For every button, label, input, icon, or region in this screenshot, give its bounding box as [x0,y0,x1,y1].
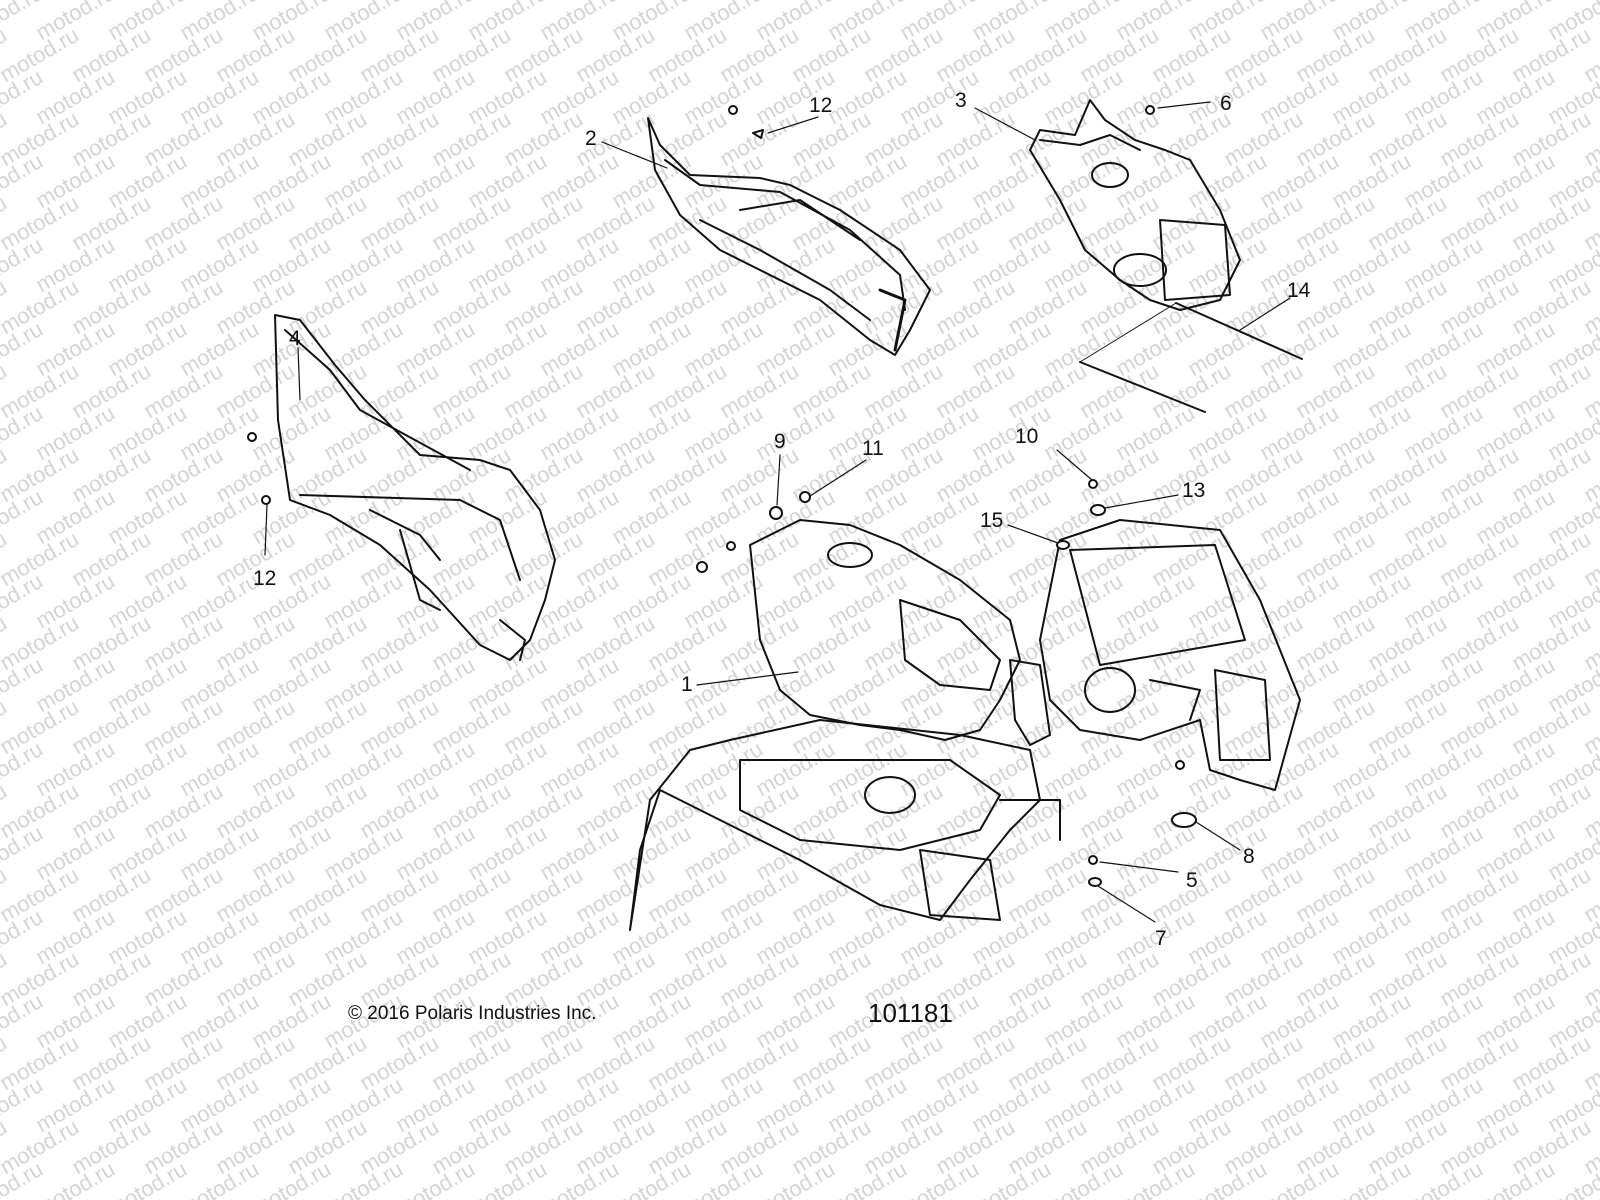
callout-11: 11 [862,437,884,460]
leader-lines [264,101,1291,923]
callout-14: 14 [1287,279,1311,302]
figure-number: 101181 [868,998,953,1028]
callout-3: 3 [955,89,967,112]
callout-6: 6 [1220,92,1232,115]
callout-12-top: 12 [809,94,833,117]
part-4-side-panel [274,314,556,661]
callout-1: 1 [681,673,693,696]
callout-2: 2 [585,127,597,150]
rear-fender-right [1039,519,1301,791]
copyright-text: © 2016 Polaris Industries Inc. [348,1003,597,1024]
callout-12-left: 12 [253,567,277,590]
part-14-rod [1079,302,1303,413]
part-1-front-fender [629,519,1061,931]
part-3-rear-cover [1029,99,1241,311]
callout-5: 5 [1186,869,1198,892]
part-2-side-panel [647,117,931,356]
callout-7: 7 [1155,927,1167,950]
callout-15: 15 [980,509,1004,532]
callout-4: 4 [289,327,301,350]
callout-13: 13 [1182,479,1206,502]
callout-10: 10 [1015,425,1039,448]
callout-8: 8 [1243,845,1255,868]
hardware-fasteners [247,105,1197,887]
callout-9: 9 [774,430,786,453]
